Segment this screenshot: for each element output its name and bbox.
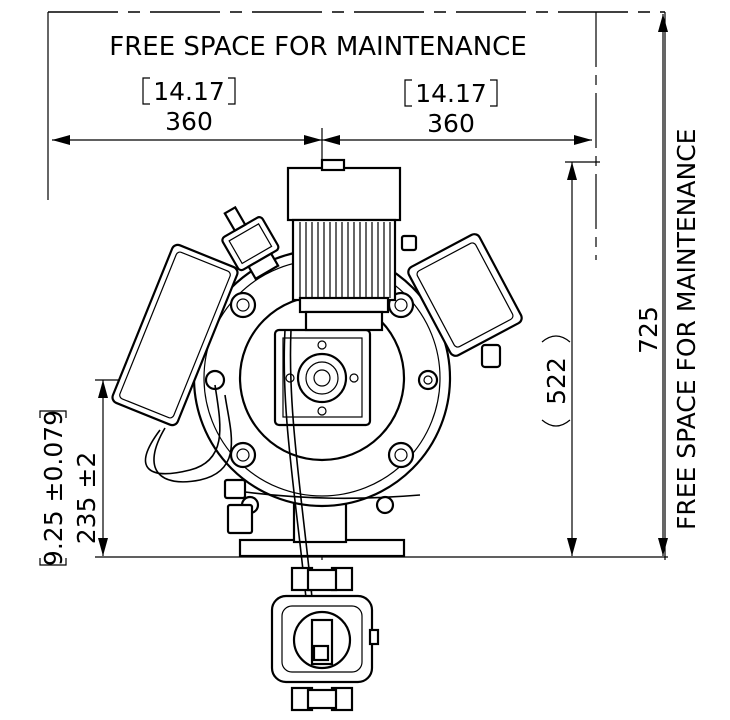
total-height-dimension-line [658, 14, 668, 556]
width-left-mm: 360 [165, 107, 213, 136]
left-control-box [111, 243, 239, 427]
cable-gland [480, 343, 502, 369]
motor-flange [298, 296, 390, 314]
total-height-mm: 725 [634, 306, 663, 354]
motor-fan-cover [286, 166, 402, 222]
width-right-mm: 360 [427, 109, 475, 138]
axis-height-mm: 235 ±2 [72, 452, 101, 545]
pump-assembly [111, 158, 523, 641]
width-left-inch-group: 14.17 [142, 77, 236, 106]
air-tube [144, 384, 221, 475]
axis-height-inch-group: 9.25 ±0.079 [39, 410, 68, 566]
shaft-hub [296, 352, 348, 404]
motor-body [291, 218, 397, 302]
right-free-space-label: FREE SPACE FOR MAINTENANCE [672, 129, 701, 530]
solenoid-valve [221, 205, 280, 281]
width-left-inch: 14.17 [153, 77, 225, 106]
bottom-valve [270, 566, 380, 712]
right-control-box [407, 233, 523, 357]
body-height-group: 522 [541, 335, 571, 427]
axis-height-inch: 9.25 ±0.079 [39, 410, 68, 566]
width-right-inch-group: 14.17 [404, 79, 498, 108]
top-free-space-label: FREE SPACE FOR MAINTENANCE [109, 32, 527, 62]
body-height-dimension-line [565, 161, 600, 556]
maintenance-boundary [47, 11, 666, 560]
motor-fins [299, 222, 391, 298]
flange-bolts [204, 291, 439, 515]
width-dimension-line [52, 128, 592, 160]
body-height-mm: 522 [542, 357, 571, 405]
width-right-inch: 14.17 [415, 79, 487, 108]
